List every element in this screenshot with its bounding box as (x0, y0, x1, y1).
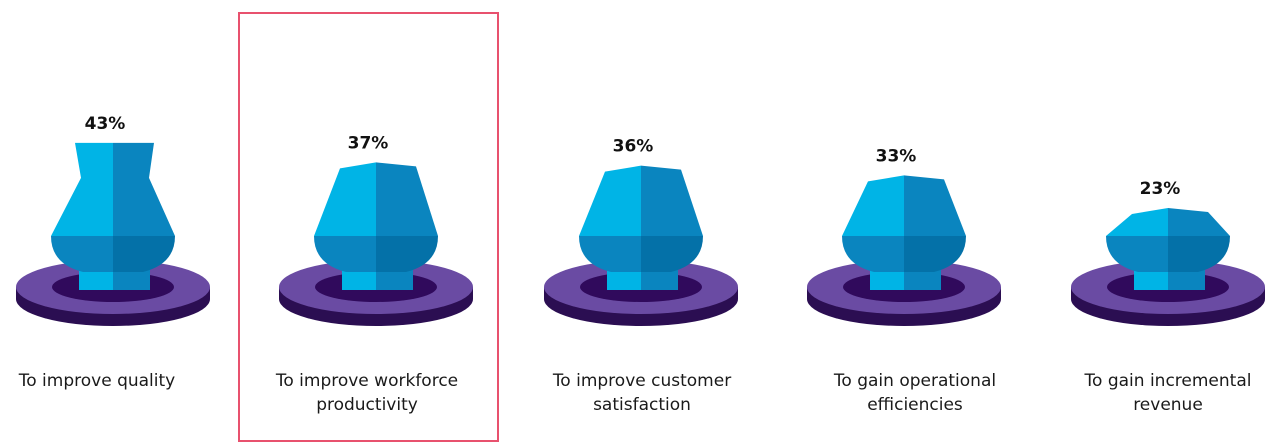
bar-1: 43% (16, 114, 210, 326)
bar-2: 37% (279, 133, 473, 326)
body-right (904, 175, 966, 236)
value-label: 37% (348, 133, 389, 153)
body-right (376, 162, 438, 236)
bowl-left (579, 236, 641, 272)
category-label: To improve workforce productivity (275, 371, 459, 415)
category-label: To improve customer satisfaction (552, 371, 732, 415)
value-label: 43% (85, 114, 126, 134)
bowl-right (641, 236, 703, 272)
category-label: To gain incremental revenue (1084, 371, 1252, 415)
bowl-left (51, 236, 113, 272)
body-left (842, 175, 904, 236)
body-right (113, 142, 175, 236)
bowl-right (113, 236, 175, 272)
body-left (1106, 208, 1168, 236)
value-label: 23% (1140, 179, 1181, 199)
body-right (1168, 208, 1230, 236)
body-left (51, 142, 113, 236)
vessel (314, 162, 438, 290)
body-left (314, 162, 376, 236)
category-label: To improve quality (18, 371, 176, 391)
value-label: 33% (876, 146, 917, 166)
bowl-left (314, 236, 376, 272)
bowl-left (1106, 236, 1168, 272)
vessel (579, 165, 703, 290)
bar-5: 23% (1071, 179, 1265, 326)
bowl-right (904, 236, 966, 272)
body-left (579, 165, 641, 236)
vessel (1106, 208, 1230, 290)
bar-4: 33% (807, 146, 1001, 326)
bowl-right (376, 236, 438, 272)
bowl-right (1168, 236, 1230, 272)
body-right (641, 165, 703, 236)
value-label: 36% (613, 137, 654, 157)
bar-3: 36% (544, 137, 738, 326)
vessel (51, 142, 175, 290)
bowl-left (842, 236, 904, 272)
vessel (842, 175, 966, 290)
category-label: To gain operational efficiencies (833, 371, 997, 415)
